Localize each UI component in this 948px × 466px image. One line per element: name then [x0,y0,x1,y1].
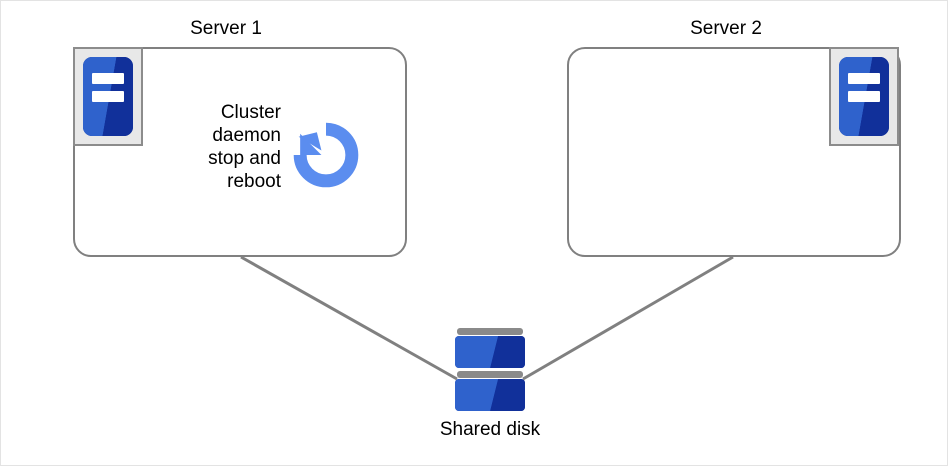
server1-status-text: Cluster daemon stop and reboot [208,102,281,192]
server-icon-card [839,57,889,136]
server-icon-card [83,57,133,136]
connector-server2-to-disk [522,255,734,381]
disk-platter-2-sheen [455,379,525,411]
server-icon-bar-top [848,73,880,84]
disk-top-bar-1 [457,328,523,335]
server2-title: Server 2 [690,18,762,39]
disk-top-bar-2 [457,371,523,378]
disk-platter-1-sheen [455,336,525,368]
server-icon [73,47,143,146]
server1-title: Server 1 [190,18,262,39]
reboot-circular-arrow-icon [293,122,359,188]
shared-disk-label: Shared disk [439,419,541,440]
server-icon-bar-top [92,73,124,84]
shared-disk-icon [455,328,525,412]
server-icon-bar-bottom [848,91,880,102]
server-icon-bar-bottom [92,91,124,102]
server-icon [829,47,899,146]
disk-platter-2 [455,379,525,411]
disk-platter-1 [455,336,525,368]
connector-server1-to-disk [240,255,458,381]
